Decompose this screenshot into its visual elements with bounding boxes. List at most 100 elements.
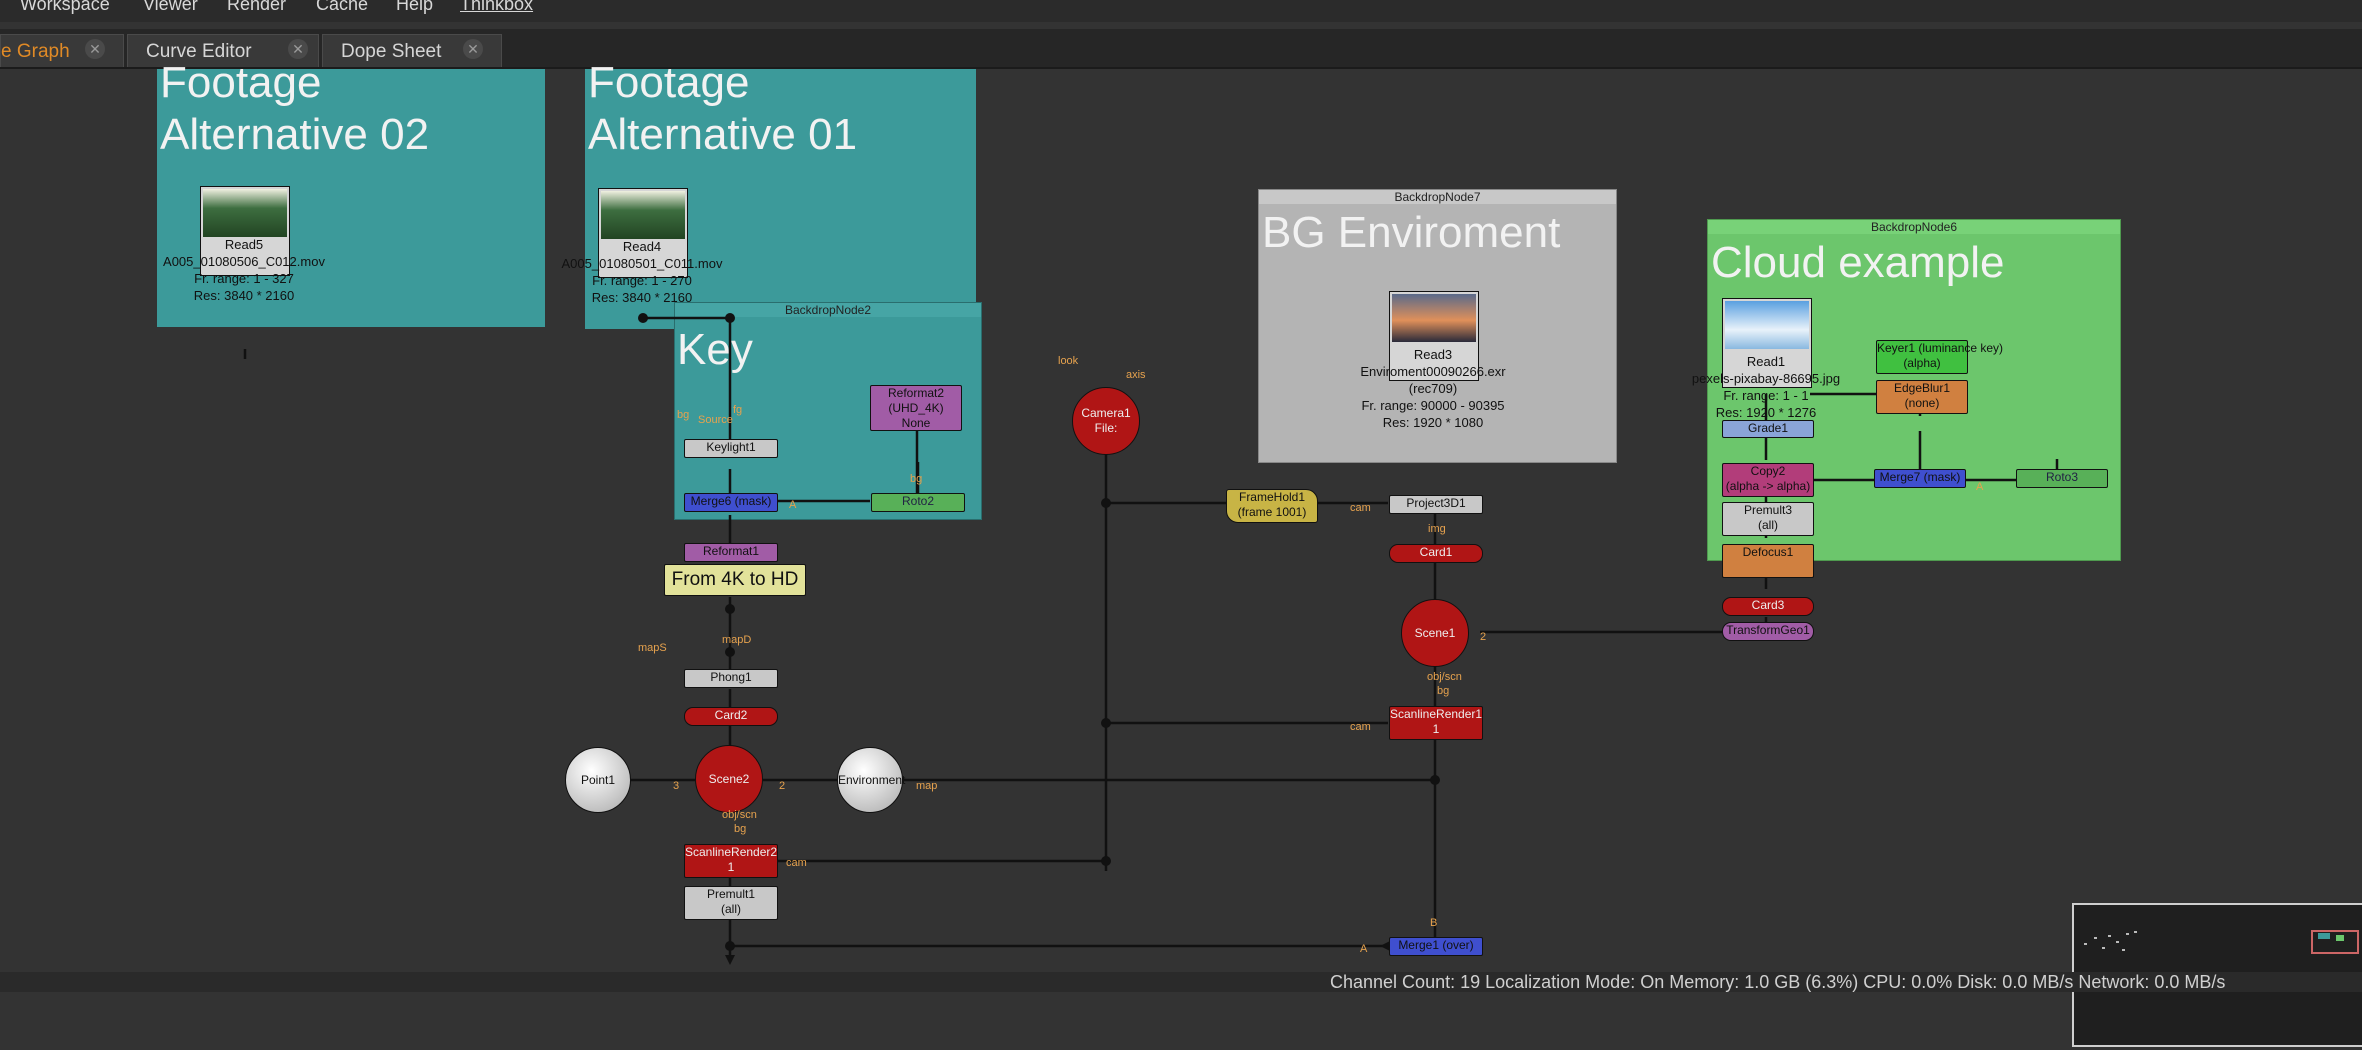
keylight1-node[interactable]: Keylight1 xyxy=(684,439,778,458)
reformat1-node[interactable]: Reformat1 xyxy=(684,543,778,562)
scene1-node[interactable]: Scene1 xyxy=(1401,599,1469,667)
premult1-node[interactable]: Premult1 (all) xyxy=(684,886,778,920)
backdrop-label-line1: Footage xyxy=(160,58,322,107)
scene2-node[interactable]: Scene2 xyxy=(695,745,763,813)
read1-range: Fr. range: 1 - 1 xyxy=(1723,388,1809,403)
port-label-mapd: mapD xyxy=(722,634,752,646)
edgeblur1-label: EdgeBlur1 xyxy=(1893,381,1951,395)
read3-thumbnail xyxy=(1389,291,1479,381)
menu-help[interactable]: Help xyxy=(396,0,434,14)
tab-curve-editor-label: Curve Editor xyxy=(146,41,252,62)
card1-node[interactable]: Card1 xyxy=(1389,544,1483,563)
port-label-a: A xyxy=(1976,481,1984,493)
backdrop-label-line1: Footage xyxy=(588,58,750,107)
menu-bar: Workspace Viewer Render Cache Help Think… xyxy=(0,0,2362,22)
read1-thumbnail xyxy=(1722,298,1812,388)
port-label-2: 2 xyxy=(1480,631,1487,643)
reformat2-label: Reformat2 xyxy=(887,386,945,400)
merge6-node[interactable]: Merge6 (mask) xyxy=(684,493,778,512)
keyer1-output: (alpha) xyxy=(1903,356,1941,370)
camera1-file: File: xyxy=(1094,421,1118,435)
port-label-maps: mapS xyxy=(638,642,667,654)
menu-workspace[interactable]: Workspace xyxy=(20,0,110,14)
card3-node[interactable]: Card3 xyxy=(1722,597,1814,616)
read4-range: Fr. range: 1 - 270 xyxy=(592,273,692,288)
merge7-node[interactable]: Merge7 (mask) xyxy=(1874,469,1966,488)
sticky-note[interactable]: From 4K to HD xyxy=(664,564,806,596)
reformat2-filter: None xyxy=(901,416,931,430)
project3d1-node[interactable]: Project3D1 xyxy=(1389,495,1483,514)
read1-res: Res: 1920 * 1276 xyxy=(1715,405,1817,420)
node-graph-canvas[interactable]: Footage Alternative 02 Footage Alternati… xyxy=(0,58,2362,1047)
port-label-bg: bg xyxy=(1437,685,1450,697)
premult3-sub: (all) xyxy=(1758,518,1778,532)
port-label-look: look xyxy=(1058,355,1079,367)
port-label-bg: bg xyxy=(677,409,690,421)
node-connections xyxy=(243,313,2059,965)
port-label-cam: cam xyxy=(1350,502,1371,514)
port-label-3: 3 xyxy=(673,780,680,792)
port-label-obj-scn: obj/scn xyxy=(722,809,757,821)
read4-res: Res: 3840 * 2160 xyxy=(591,290,693,305)
copy2-channels: (alpha -> alpha) xyxy=(1725,479,1811,493)
copy2-node[interactable]: Copy2 (alpha -> alpha) xyxy=(1722,463,1814,497)
camera1-node[interactable]: Camera1 File: xyxy=(1072,387,1140,455)
roto3-node[interactable]: Roto3 xyxy=(2016,469,2108,488)
read5-range: Fr. range: 1 - 327 xyxy=(194,271,294,286)
read4-label: Read4 xyxy=(622,239,662,254)
backdrop-footage-01[interactable]: Footage Alternative 01 xyxy=(585,58,976,329)
close-icon[interactable]: ✕ xyxy=(463,39,483,59)
merge1-node[interactable]: Merge1 (over) xyxy=(1389,937,1483,956)
backdrop-label: Cloud example xyxy=(1711,238,2005,287)
defocus1-node[interactable]: Defocus1 xyxy=(1722,544,1814,578)
keyer1-label: Keyer1 (luminance key) xyxy=(1877,341,2004,355)
transformgeo1-node[interactable]: TransformGeo1 xyxy=(1722,622,1814,641)
point1-node[interactable]: Point1 xyxy=(565,747,631,813)
grade1-node[interactable]: Grade1 xyxy=(1722,420,1814,438)
port-label-fg: fg xyxy=(733,404,743,416)
premult1-label: Premult1 xyxy=(706,887,756,901)
port-label-bg: bg xyxy=(734,823,747,835)
backdrop-label-line2: Alternative 02 xyxy=(160,110,430,159)
tab-curve-editor[interactable]: Curve Editor ✕ xyxy=(127,34,319,67)
backdrop-label: Key xyxy=(677,325,753,374)
tab-dope-sheet-label: Dope Sheet xyxy=(341,41,442,62)
menu-cache[interactable]: Cache xyxy=(316,0,369,14)
read3-range: Fr. range: 90000 - 90395 xyxy=(1361,398,1505,413)
port-label-map: map xyxy=(916,780,938,792)
roto2-node[interactable]: Roto2 xyxy=(871,493,965,512)
read1-label: Read1 xyxy=(1746,354,1786,369)
port-label-2: 2 xyxy=(779,780,786,792)
premult3-node[interactable]: Premult3 (all) xyxy=(1722,502,1814,536)
scanlinerender2-node[interactable]: ScanlineRender2 1 xyxy=(684,844,778,878)
backdrop-title: BackdropNode7 xyxy=(1259,190,1616,204)
edgeblur1-node[interactable]: EdgeBlur1 (none) xyxy=(1876,380,1968,414)
environment-node[interactable]: Environment xyxy=(837,747,905,813)
tab-node-graph[interactable]: e Graph ✕ xyxy=(0,34,124,67)
read5-res: Res: 3840 * 2160 xyxy=(193,288,295,303)
copy2-label: Copy2 xyxy=(1750,464,1786,478)
backdrop-label-line2: Alternative 01 xyxy=(588,110,858,159)
status-text: Channel Count: 19 Localization Mode: On … xyxy=(1330,972,2226,992)
read3-file: Enviroment00090266.exr xyxy=(1360,364,1506,379)
port-label-source: Source xyxy=(698,414,733,426)
keyer1-node[interactable]: Keyer1 (luminance key) (alpha) xyxy=(1876,340,2004,374)
read3-extra: (rec709) xyxy=(1408,381,1458,396)
backdrop-label: BG Enviroment xyxy=(1262,208,1561,257)
menu-render[interactable]: Render xyxy=(227,0,287,14)
tab-dope-sheet[interactable]: Dope Sheet ✕ xyxy=(322,34,502,67)
menu-thinkbox[interactable]: Thinkbox xyxy=(460,0,534,14)
reformat2-node[interactable]: Reformat2 (UHD_4K) None xyxy=(870,385,962,431)
backdrop-title: BackdropNode2 xyxy=(675,303,981,317)
framehold1-node[interactable]: FrameHold1 (frame 1001) xyxy=(1226,489,1318,523)
card2-node[interactable]: Card2 xyxy=(684,707,778,726)
framehold1-frame: (frame 1001) xyxy=(1237,505,1307,519)
read4-thumbnail xyxy=(598,188,688,278)
close-icon[interactable]: ✕ xyxy=(85,39,105,59)
port-label-axis: axis xyxy=(1126,369,1146,381)
scanlinerender1-node[interactable]: ScanlineRender1 1 xyxy=(1389,706,1483,740)
close-icon[interactable]: ✕ xyxy=(288,39,308,59)
menu-viewer[interactable]: Viewer xyxy=(143,0,198,14)
phong1-node[interactable]: Phong1 xyxy=(684,669,778,688)
scanlinerender2-sub: 1 xyxy=(727,860,735,874)
